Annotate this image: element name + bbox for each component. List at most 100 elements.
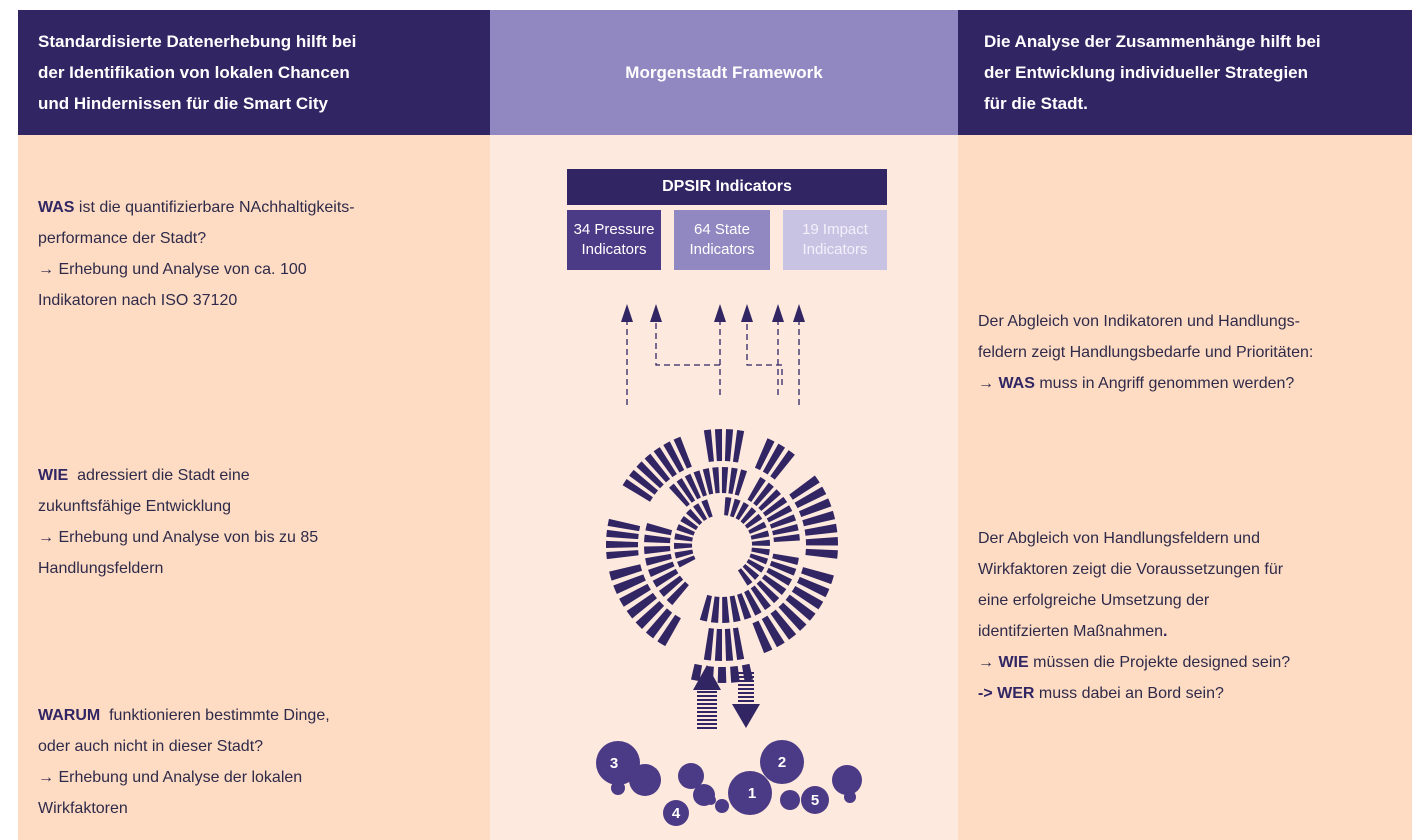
was-paragraph: WAS ist die quantifizierbare NAchhaltigk… xyxy=(38,192,355,316)
ring-segment xyxy=(750,585,771,611)
right-header-line: der Entwicklung individueller Strategien xyxy=(984,63,1309,82)
ring-segment xyxy=(635,601,665,630)
ring-segment xyxy=(657,614,681,647)
ring-segment xyxy=(802,510,836,527)
arrowhead xyxy=(793,304,805,322)
wie-keyword: WIE xyxy=(38,467,69,484)
ring-segment xyxy=(770,609,797,640)
bubble xyxy=(760,740,804,784)
ring-segment xyxy=(773,533,800,542)
dashed-connectors xyxy=(626,320,800,405)
ring-segment xyxy=(728,467,738,495)
ring-segment xyxy=(744,589,762,616)
ring-segment xyxy=(606,550,639,560)
ring-segment xyxy=(644,453,671,483)
bubble xyxy=(801,786,829,814)
ring-segment xyxy=(648,561,675,577)
down-arrowhead xyxy=(732,704,760,728)
ring-segment xyxy=(710,596,720,623)
down-arrow-shaft xyxy=(738,672,754,702)
left-header-line: der Identifikation von lokalen Chancen xyxy=(38,63,350,82)
ring-segment xyxy=(669,483,690,507)
arrow-glyph: → xyxy=(978,375,999,392)
up-arrow-shaft xyxy=(697,691,717,729)
impact-indicators-box: 19 Impact Indicators xyxy=(783,210,887,270)
right-column: Die Analyse der Zusammenhänge hilft bei … xyxy=(958,10,1412,840)
middle-header-title: Morgenstadt Framework xyxy=(625,63,823,82)
ring-segment xyxy=(626,592,657,619)
ring-segment xyxy=(749,553,769,565)
bubble xyxy=(780,790,800,810)
box-label: Indicators xyxy=(802,241,868,258)
up-arrowhead xyxy=(693,665,721,690)
was-text: Indikatoren nach ISO 37120 xyxy=(38,292,238,309)
connector-line xyxy=(746,320,783,385)
ring-segment xyxy=(693,470,707,497)
ring-segment xyxy=(735,502,749,521)
ring-segment xyxy=(747,477,766,502)
ring-segment xyxy=(677,555,696,568)
ring-segment xyxy=(761,574,787,595)
ring-segment xyxy=(690,663,703,682)
warum-keyword: WARUM xyxy=(38,707,101,724)
ring-segment xyxy=(673,436,692,469)
arrow-glyph: -> xyxy=(978,685,998,702)
ring-segment xyxy=(652,568,679,588)
ring-segment xyxy=(645,608,673,639)
ring-segment xyxy=(724,429,734,462)
ring-segment xyxy=(606,540,639,549)
bubble xyxy=(844,791,856,803)
wie-keyword: WIE xyxy=(998,654,1029,671)
ring-segment xyxy=(737,593,752,620)
ring-segment xyxy=(751,547,770,556)
was-text: → Erhebung und Analyse von ca. 100 xyxy=(38,261,307,278)
ring-segment xyxy=(772,523,799,536)
ring-segment xyxy=(644,534,671,544)
ring-segment xyxy=(619,583,651,607)
ring-segment xyxy=(746,559,765,573)
framework-diagram: 1 2 3 4 5 xyxy=(596,304,862,826)
box-label: Indicators xyxy=(581,241,647,258)
ring-segment xyxy=(702,468,714,495)
ring-segment xyxy=(769,560,797,576)
arrow-glyph: → xyxy=(978,654,999,671)
ring-segment xyxy=(770,450,795,480)
prerequisites-text: Der Abgleich von Handlungsfeldern und xyxy=(978,530,1260,547)
ring-segment xyxy=(789,475,820,500)
ring-segment xyxy=(717,666,727,683)
ring-segment xyxy=(758,489,782,511)
ring-segment xyxy=(798,498,832,518)
was-text: ist die quantifizierbare NAchhaltigkeits… xyxy=(74,199,355,216)
ring-segment xyxy=(714,429,723,462)
connector-arrowheads xyxy=(621,304,805,322)
bubble xyxy=(715,799,729,813)
ring-segment xyxy=(703,429,714,463)
ring-segment xyxy=(797,576,830,598)
warum-text: oder auch nicht in dieser Stadt? xyxy=(38,738,264,755)
ring-segment xyxy=(629,469,659,495)
right-header-line: Die Analyse der Zusammenhänge hilft bei xyxy=(984,32,1321,51)
ring-segment xyxy=(686,508,703,526)
ring-segment xyxy=(613,574,646,595)
ring-segment xyxy=(701,499,713,518)
bubble xyxy=(611,781,625,795)
left-header-line: Standardisierte Datenerhebung hilft bei xyxy=(38,32,357,51)
ring-segment xyxy=(751,539,770,546)
box-label: 19 Impact xyxy=(802,221,868,238)
ring-segment xyxy=(609,564,643,581)
ring-segment xyxy=(762,443,786,475)
bubble-label-2: 2 xyxy=(778,754,786,771)
ring-segment xyxy=(737,568,753,586)
ring-segment xyxy=(676,478,696,503)
ring-segment xyxy=(674,542,693,550)
ring-segment xyxy=(703,627,714,661)
wie-text: Handlungsfeldern xyxy=(38,560,164,577)
wie-text: zukunftsfähige Entwicklung xyxy=(38,498,231,515)
ring-segment xyxy=(766,567,793,586)
ring-segment xyxy=(622,478,653,502)
ring-segment xyxy=(724,497,732,516)
bubble xyxy=(728,771,772,815)
arrowhead xyxy=(741,304,753,322)
left-column: Standardisierte Datenerhebung hilft bei … xyxy=(18,10,490,840)
middle-header: Morgenstadt Framework xyxy=(490,10,958,135)
